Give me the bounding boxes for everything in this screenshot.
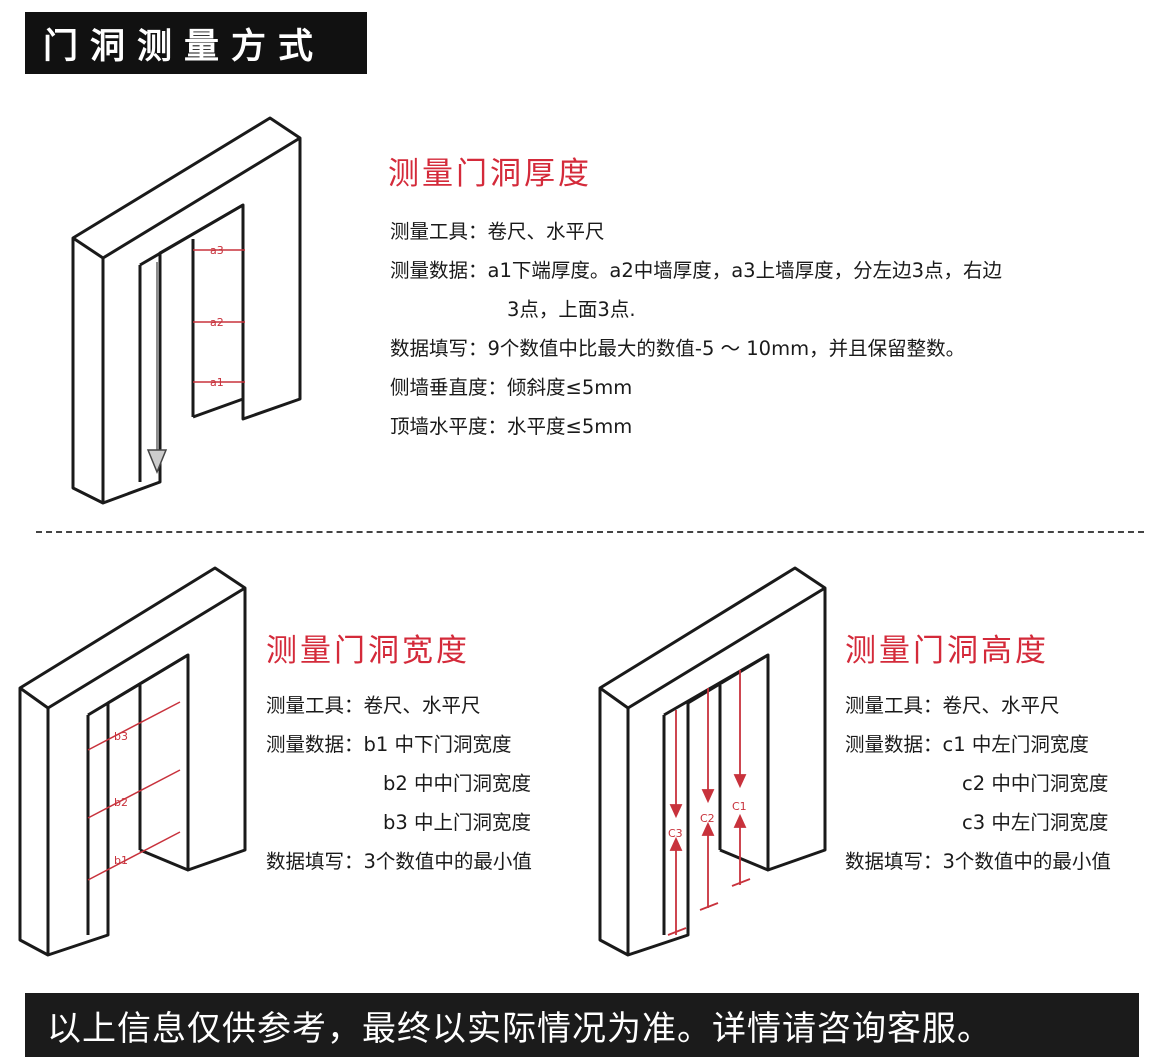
row-label: 测量工具：: [390, 220, 488, 243]
row-label: 数据填写：: [390, 337, 488, 360]
row-label: 测量数据：: [845, 733, 943, 756]
info-row: 测量工具：卷尺、水平尺: [845, 686, 1111, 725]
info-row: 测量数据：a1下端厚度。a2中墙厚度，a3上墙厚度，分左边3点，右边: [390, 251, 1002, 290]
row-value: c1 中左门洞宽度: [942, 733, 1089, 756]
row-value: 倾斜度≤5mm: [507, 376, 633, 399]
row-label: 测量数据：: [390, 259, 488, 282]
row-value: b1 中下门洞宽度: [363, 733, 512, 756]
row-value: 3点，上面3点.: [507, 298, 636, 321]
footer-banner: 以上信息仅供参考，最终以实际情况为准。详情请咨询客服。: [25, 993, 1139, 1057]
info-row: b3 中上门洞宽度: [266, 803, 532, 842]
row-value: b3 中上门洞宽度: [383, 811, 531, 834]
mark-b1: b1: [114, 854, 128, 867]
row-label: 顶墙水平度：: [390, 415, 508, 438]
row-value: 3个数值中的最小值: [942, 850, 1111, 873]
info-row: 顶墙水平度：水平度≤5mm: [390, 407, 1002, 446]
info-row: 数据填写：3个数值中的最小值: [266, 842, 532, 881]
row-value: 卷尺、水平尺: [942, 694, 1060, 717]
height-title: 测量门洞高度: [845, 633, 1049, 669]
mark-a1: a1: [210, 376, 224, 389]
info-row: 数据填写：9个数值中比最大的数值-5 ～ 10mm，并且保留整数。: [390, 329, 1002, 368]
thickness-door-frame-illustration: a3 a2 a1: [71, 116, 302, 505]
row-value: c2 中中门洞宽度: [962, 772, 1109, 795]
info-row: 数据填写：3个数值中的最小值: [845, 842, 1111, 881]
mark-b2: b2: [114, 796, 128, 809]
row-label: 侧墙垂直度：: [390, 376, 508, 399]
width-door-frame-illustration: b3 b2 b1: [18, 566, 247, 957]
row-value: c3 中左门洞宽度: [962, 811, 1109, 834]
thickness-diagram: a3 a2 a1: [60, 110, 360, 520]
row-label: 测量工具：: [266, 694, 364, 717]
page-title: 门洞测量方式: [43, 26, 326, 67]
info-row: 测量数据：c1 中左门洞宽度: [845, 725, 1111, 764]
height-diagram: C1 C2 C3: [590, 560, 840, 970]
mark-b3: b3: [114, 730, 128, 743]
info-row: 测量工具：卷尺、水平尺: [266, 686, 532, 725]
info-row: b2 中中门洞宽度: [266, 764, 532, 803]
thickness-info: 测量工具：卷尺、水平尺 测量数据：a1下端厚度。a2中墙厚度，a3上墙厚度，分左…: [390, 212, 1002, 446]
height-door-frame-illustration: C1 C2 C3: [598, 566, 827, 957]
mark-c3: C3: [668, 827, 683, 840]
height-info: 测量工具：卷尺、水平尺 测量数据：c1 中左门洞宽度 c2 中中门洞宽度 c3 …: [845, 686, 1111, 881]
thickness-title: 测量门洞厚度: [388, 156, 592, 192]
row-value: 水平度≤5mm: [507, 415, 633, 438]
mark-c2: C2: [700, 812, 715, 825]
footer-note: 以上信息仅供参考，最终以实际情况为准。详情请咨询客服。: [47, 1008, 992, 1049]
width-diagram: b3 b2 b1: [10, 560, 260, 970]
mark-a2: a2: [210, 316, 224, 329]
row-value: b2 中中门洞宽度: [383, 772, 531, 795]
info-row: 3点，上面3点.: [390, 290, 1002, 329]
row-value: 3个数值中的最小值: [363, 850, 532, 873]
row-value: 9个数值中比最大的数值-5 ～ 10mm，并且保留整数。: [487, 337, 966, 360]
info-row: c2 中中门洞宽度: [845, 764, 1111, 803]
info-row: 测量工具：卷尺、水平尺: [390, 212, 1002, 251]
mark-a3: a3: [210, 244, 224, 257]
row-label: 数据填写：: [845, 850, 943, 873]
row-value: a1下端厚度。a2中墙厚度，a3上墙厚度，分左边3点，右边: [487, 259, 1002, 282]
info-row: c3 中左门洞宽度: [845, 803, 1111, 842]
info-row: 测量数据：b1 中下门洞宽度: [266, 725, 532, 764]
mark-c1: C1: [732, 800, 747, 813]
row-label: 数据填写：: [266, 850, 364, 873]
width-info: 测量工具：卷尺、水平尺 测量数据：b1 中下门洞宽度 b2 中中门洞宽度 b3 …: [266, 686, 532, 881]
width-title: 测量门洞宽度: [266, 633, 470, 669]
row-value: 卷尺、水平尺: [363, 694, 481, 717]
info-row: 侧墙垂直度：倾斜度≤5mm: [390, 368, 1002, 407]
section-divider: [36, 531, 1144, 533]
page-title-banner: 门洞测量方式: [25, 12, 367, 74]
row-value: 卷尺、水平尺: [487, 220, 605, 243]
row-label: 测量工具：: [845, 694, 943, 717]
row-label: 测量数据：: [266, 733, 364, 756]
